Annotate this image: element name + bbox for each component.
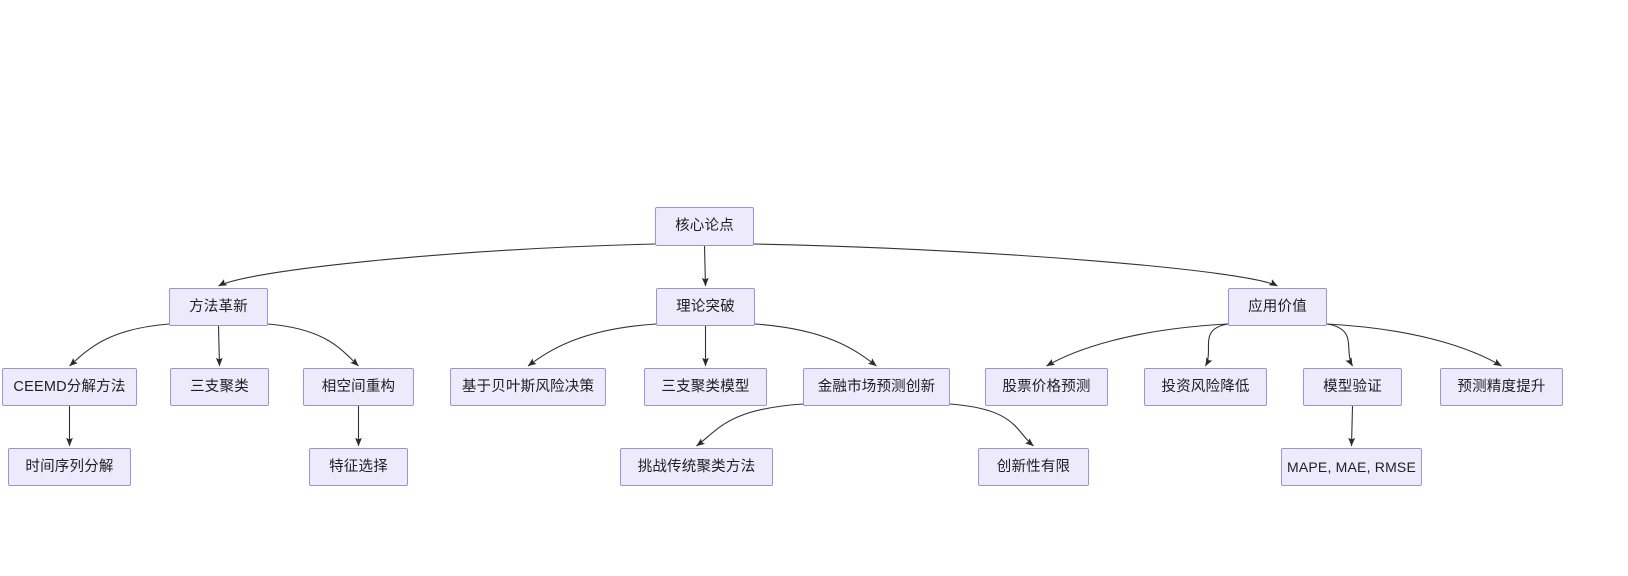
diagram-edge <box>267 323 359 367</box>
diagram-edge <box>215 325 223 367</box>
diagram-edge <box>949 403 1034 447</box>
diagram-edge <box>754 323 877 367</box>
diagram-node-label: 股票价格预测 <box>1002 378 1091 395</box>
diagram-node[interactable]: 三支聚类模型 <box>644 368 767 406</box>
diagram-node-label: 相空间重构 <box>321 378 396 395</box>
diagram-node-label: 特征选择 <box>329 458 388 475</box>
diagram-node[interactable]: 特征选择 <box>309 448 408 486</box>
diagram-node-label: MAPE, MAE, RMSE <box>1286 459 1417 475</box>
diagram-node-label: 方法革新 <box>189 298 248 315</box>
diagram-edge <box>1326 323 1353 367</box>
diagram-node[interactable]: 股票价格预测 <box>985 368 1108 406</box>
diagram-node-label: 理论突破 <box>676 298 735 315</box>
diagram-node-label: 挑战传统聚类方法 <box>637 458 756 475</box>
diagram-edge <box>218 243 656 287</box>
diagram-node-label: 应用价值 <box>1248 298 1307 315</box>
diagram-node[interactable]: 应用价值 <box>1228 288 1327 326</box>
diagram-node-label: 投资风险降低 <box>1161 378 1250 395</box>
diagram-node-label: CEEMD分解方法 <box>13 378 126 395</box>
diagram-node-label: 三支聚类模型 <box>661 378 750 395</box>
diagram-node-label: 模型验证 <box>1323 378 1382 395</box>
diagram-node-label: 时间序列分解 <box>25 458 114 475</box>
diagram-node[interactable]: 时间序列分解 <box>8 448 131 486</box>
diagram-node[interactable]: 相空间重构 <box>303 368 414 406</box>
diagram-node[interactable]: 三支聚类 <box>170 368 269 406</box>
diagram-node-label: 创新性有限 <box>996 458 1071 475</box>
diagram-edge <box>753 243 1278 287</box>
diagram-node[interactable]: 方法革新 <box>169 288 268 326</box>
diagram-node[interactable]: MAPE, MAE, RMSE <box>1281 448 1422 486</box>
diagram-edge <box>701 245 709 287</box>
diagram-node[interactable]: 基于贝叶斯风险决策 <box>450 368 606 406</box>
diagram-edge <box>696 403 804 447</box>
diagram-node[interactable]: CEEMD分解方法 <box>2 368 137 406</box>
diagram-edge <box>1348 405 1356 447</box>
diagram-node-label: 核心论点 <box>675 218 734 235</box>
diagram-edge <box>1046 323 1229 367</box>
edge-group <box>66 243 1502 447</box>
diagram-edge <box>527 323 657 367</box>
diagram-node[interactable]: 创新性有限 <box>978 448 1089 486</box>
diagram-node-label: 三支聚类 <box>190 378 249 395</box>
diagram-node-label: 基于贝叶斯风险决策 <box>461 378 595 395</box>
diagram-node[interactable]: 挑战传统聚类方法 <box>620 448 773 486</box>
diagram-node[interactable]: 投资风险降低 <box>1144 368 1267 406</box>
diagram-node-label: 预测精度提升 <box>1457 378 1546 395</box>
diagram-node[interactable]: 预测精度提升 <box>1440 368 1563 406</box>
diagram-edge <box>1326 323 1502 367</box>
diagram-edge <box>1205 323 1229 367</box>
diagram-node[interactable]: 金融市场预测创新 <box>803 368 950 406</box>
diagram-node[interactable]: 核心论点 <box>655 207 754 246</box>
diagram-edge <box>69 323 170 367</box>
diagram-node[interactable]: 理论突破 <box>656 288 755 326</box>
diagram-node-label: 金融市场预测创新 <box>817 378 936 395</box>
diagram-node[interactable]: 模型验证 <box>1303 368 1402 406</box>
